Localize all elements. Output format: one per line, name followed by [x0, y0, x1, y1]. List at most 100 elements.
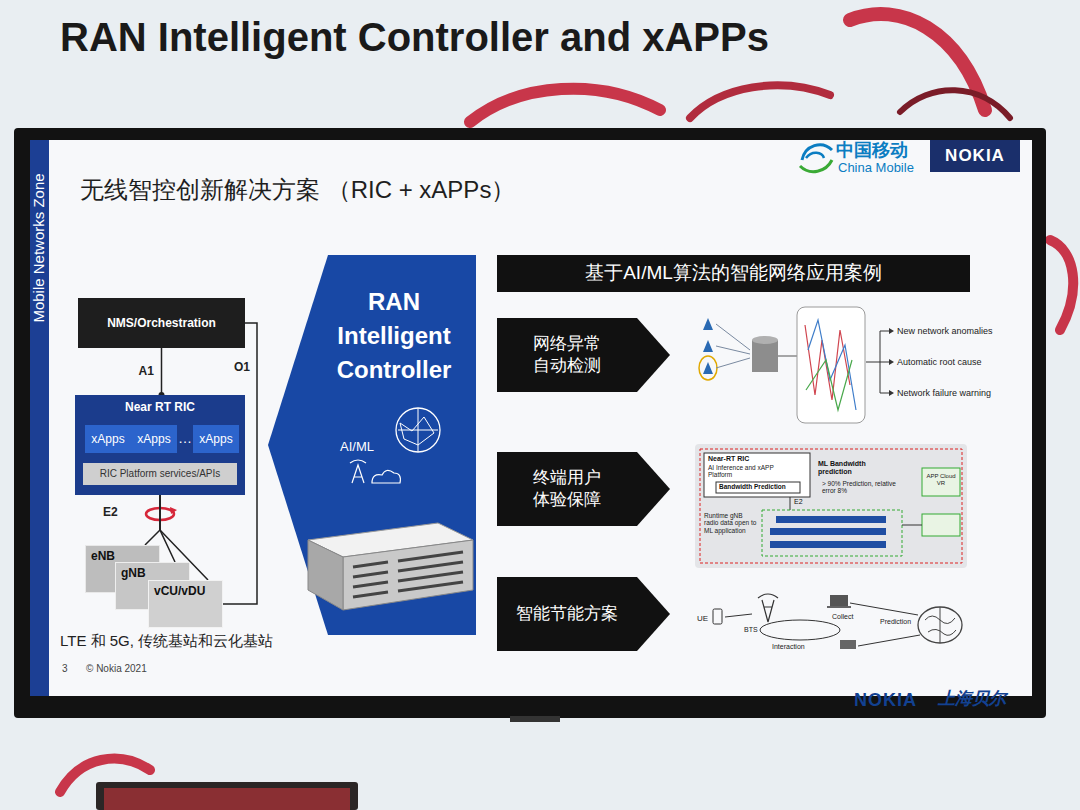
ric-box: Near RT RIC xApps xApps xAppsRIC Platform s… — [75, 395, 245, 495]
loop-arrow-head — [170, 507, 177, 514]
side-strip — [30, 140, 49, 696]
wall-swirl — [900, 90, 1010, 118]
connector — [160, 495, 175, 562]
panel-text: Runtime gNB radio data open to ML applic… — [704, 512, 758, 534]
gnb-frame — [762, 510, 902, 556]
callout-text: Network failure warning — [897, 388, 991, 398]
wall-swirl — [470, 89, 660, 122]
ellipsis: … — [178, 430, 192, 446]
dashed-frame — [700, 449, 962, 563]
antenna-icon — [703, 340, 713, 352]
ric-pentagon-text: AI/ML — [340, 439, 476, 455]
arrow-shape — [497, 452, 670, 526]
callout-text: Automatic root cause — [897, 357, 982, 367]
use-case-arrow-outline — [497, 318, 670, 392]
panel-text: Interaction — [772, 643, 805, 651]
platform-box-text: RIC Platform services/APIs — [100, 468, 221, 480]
use-case-arrow: 网络异常自动检测 — [497, 318, 670, 392]
panel-text: > 90% Prediction, relative error 8% — [822, 480, 896, 495]
brain-icon — [396, 408, 440, 452]
footer-logo: NOKIA — [854, 690, 917, 711]
page-number: 3 — [62, 663, 68, 675]
data-lines — [716, 324, 750, 368]
device — [96, 782, 358, 810]
wall-swirl — [1050, 240, 1073, 330]
highlight-ring — [699, 356, 717, 380]
ric-box-text: Near RT RIC — [125, 400, 195, 414]
use-case-arrow: 终端用户体验保障 — [497, 452, 670, 526]
database-icon — [752, 340, 778, 372]
panel-text: Collect — [832, 613, 853, 621]
antenna-icon — [703, 362, 713, 374]
use-case-arrow-text: 网络异常自动检测 — [531, 333, 602, 377]
orchestration-box: NMS/Orchestration — [78, 298, 245, 348]
fan-lines — [866, 331, 889, 393]
analysis-trace — [805, 325, 850, 400]
xapp-box-text: xApps — [91, 432, 124, 446]
laptop-icon — [830, 595, 848, 606]
xapp-box: xApps — [193, 425, 239, 453]
panel-text: Prediction — [880, 618, 911, 626]
phone-icon — [713, 609, 722, 624]
use-case-arrow-text: 终端用户体验保障 — [531, 467, 602, 511]
panel-text: ML Bandwidth prediction — [818, 460, 890, 476]
slide-ground — [30, 140, 1032, 696]
xapp-box-text: xApps — [199, 432, 232, 446]
pentagon-shape — [268, 255, 476, 635]
gnb-bar — [776, 516, 886, 523]
panel-text: APP Cloud VR — [922, 473, 960, 487]
brain-icon — [398, 408, 438, 452]
xapp-box: xApps — [131, 425, 177, 453]
logo-text: China Mobile — [838, 161, 914, 176]
interface-label: A1 — [137, 365, 156, 379]
ue-arrow — [725, 614, 752, 617]
fan-arrowhead — [889, 328, 894, 396]
slide-title: 无线智控创新解决方案 （RIC + xAPPs） — [80, 176, 515, 204]
xapp-box-text: xApps — [137, 432, 170, 446]
use-case-arrow-outline — [497, 452, 670, 526]
core-box — [922, 514, 960, 536]
analysis-trace — [808, 320, 856, 410]
connector — [145, 495, 160, 545]
tv-bezel — [14, 128, 1046, 718]
interaction-loop — [760, 620, 840, 640]
gnb-bar — [770, 528, 886, 535]
logo-text: 中国移动 — [836, 140, 908, 161]
ric-pentagon-text: RAN Intelligent Controller — [316, 285, 472, 387]
analysis-panel — [797, 307, 865, 423]
xapp-box: xApps — [85, 425, 131, 453]
panel-text: BTS — [744, 626, 758, 634]
router-icon — [840, 640, 856, 649]
nokia-logo-text: NOKIA — [945, 146, 1005, 166]
antenna-icon — [350, 460, 366, 483]
panel-text: AI Inference and xAPP Platform — [708, 464, 798, 479]
copyright: © Nokia 2021 — [86, 663, 147, 675]
app-box — [922, 468, 960, 496]
e2-line — [790, 497, 791, 510]
china-mobile-icon — [800, 160, 832, 172]
database-icon — [752, 336, 778, 344]
interface-label: E2 — [101, 506, 120, 520]
nokia-logo: NOKIA — [930, 140, 1020, 172]
callout-text: New network anomalies — [897, 326, 993, 336]
panel-text: Near-RT RIC — [708, 455, 749, 463]
arrow-shape — [497, 577, 670, 651]
footer-logo: 上海贝尔 — [938, 689, 1006, 709]
device-screen — [104, 788, 350, 810]
use-case-arrow-text: 智能节能方案 — [516, 604, 618, 624]
panel-text: Bandwidth Prediction — [719, 483, 786, 490]
china-mobile-icon — [806, 153, 824, 158]
arrow-shape — [497, 318, 670, 392]
interface-name: E2 — [794, 498, 803, 506]
platform-box: RIC Platform services/APIs — [83, 463, 237, 485]
connector — [161, 348, 163, 395]
caption-note: LTE 和 5G, 传统基站和云化基站 — [60, 632, 273, 649]
brain-icon — [925, 607, 956, 643]
laptop-icon — [827, 606, 851, 608]
use-case-arrow: 智能节能方案 — [497, 577, 670, 651]
zone-label: Mobile Networks Zone — [30, 173, 47, 322]
base-station-box-text: vCU/vDU — [154, 584, 205, 598]
